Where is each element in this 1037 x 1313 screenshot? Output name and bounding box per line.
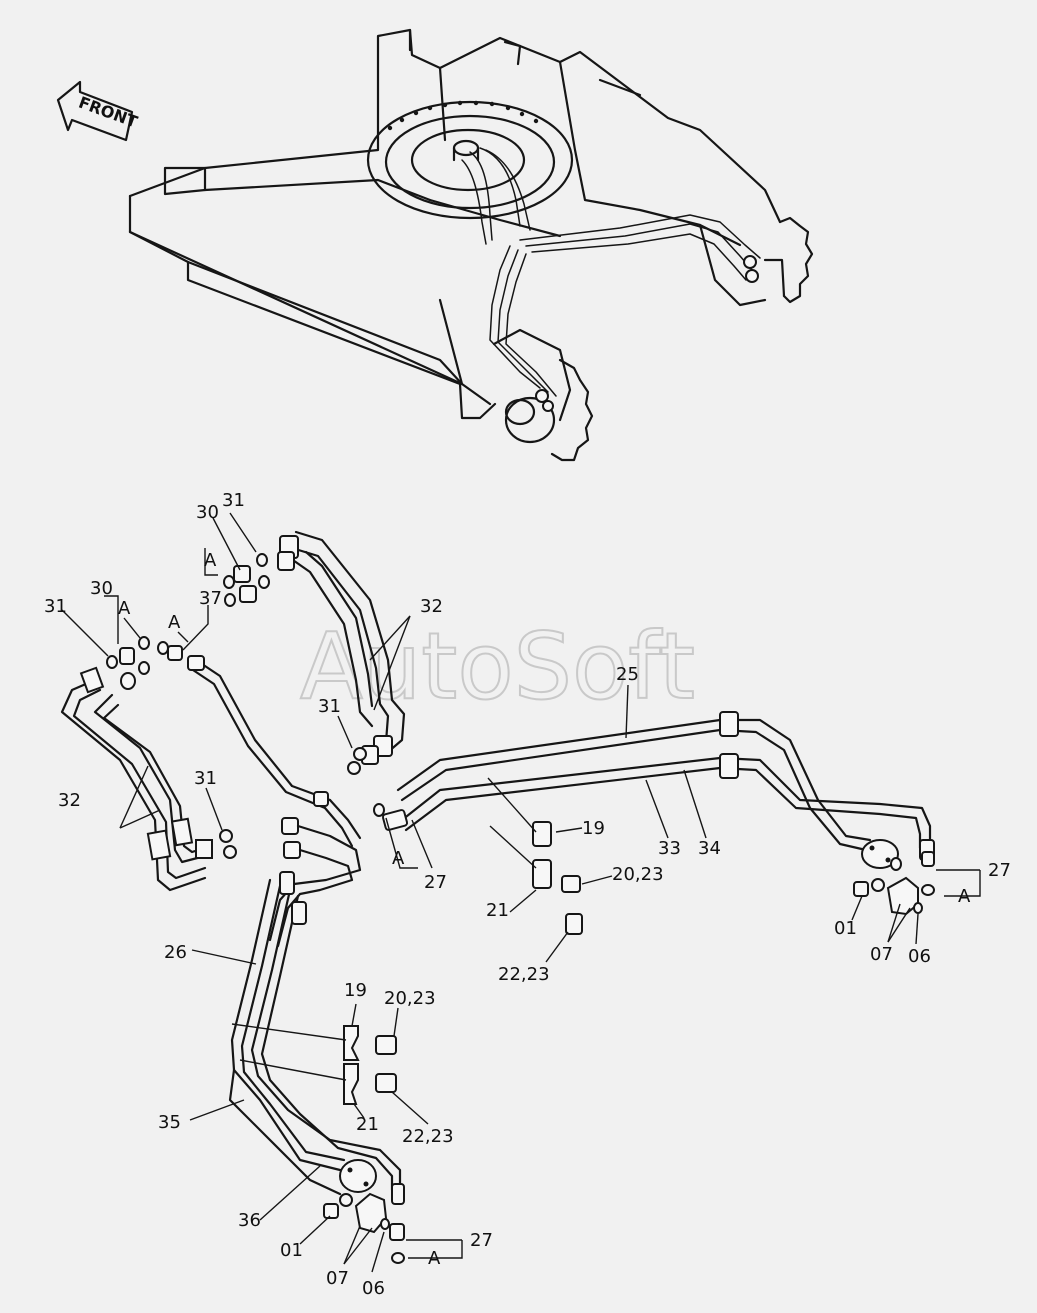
callout-31-lower: 31 — [194, 768, 217, 789]
clamp-lower — [231, 1023, 397, 1105]
callout-22-23-right: 22,23 — [498, 964, 550, 985]
front-arrow: FRONT — [56, 80, 140, 142]
callout-20-23-right: 20,23 — [612, 864, 664, 885]
callout-22-23-lower: 22,23 — [402, 1126, 454, 1147]
hose-32-left — [60, 666, 213, 892]
callout-a-top: A — [204, 550, 217, 571]
callout-a-lower: A — [428, 1248, 441, 1269]
flange-lower — [323, 1159, 405, 1264]
junction-tees — [268, 791, 362, 948]
undercarriage-frame: FRONT — [56, 28, 814, 462]
callout-37: 37 — [199, 588, 222, 609]
callout-20-23-lower: 20,23 — [384, 988, 436, 1009]
callout-01-right: 01 — [834, 918, 857, 939]
callout-07-lower: 07 — [326, 1268, 349, 1289]
callout-27-right: 27 — [988, 860, 1011, 881]
callout-labels: 31 30 A 30 31 A 37 A 32 31 32 31 25 19 3… — [44, 490, 1011, 1299]
callout-a-left: A — [118, 598, 131, 619]
callout-32-left: 32 — [58, 790, 81, 811]
callout-31-top: 31 — [222, 490, 245, 511]
callout-21-lower: 21 — [356, 1114, 379, 1135]
callout-26: 26 — [164, 942, 187, 963]
callout-30-left: 30 — [90, 578, 113, 599]
callout-36: 36 — [238, 1210, 261, 1231]
callout-35: 35 — [158, 1112, 181, 1133]
callout-27-mid: 27 — [424, 872, 447, 893]
fittings-left — [106, 636, 237, 859]
callout-06-right: 06 — [908, 946, 931, 967]
callout-27-lower: 27 — [470, 1230, 493, 1251]
callout-06-lower: 06 — [362, 1278, 385, 1299]
callout-21-right: 21 — [486, 900, 509, 921]
fittings-top — [223, 553, 367, 775]
callout-33: 33 — [658, 838, 681, 859]
callout-25: 25 — [616, 664, 639, 685]
bearing-bolt-holes — [387, 100, 539, 131]
callout-31-left: 31 — [44, 596, 67, 617]
pipes-26-35-36 — [228, 871, 405, 1205]
callout-07-right: 07 — [870, 944, 893, 965]
leader-lines — [61, 512, 981, 1273]
callout-31-mid: 31 — [318, 696, 341, 717]
callout-19-lower: 19 — [344, 980, 367, 1001]
hose-32-right — [277, 530, 406, 765]
clamp-right — [487, 777, 583, 935]
callout-a-37: A — [168, 612, 181, 633]
callout-32-right: 32 — [420, 596, 443, 617]
callout-01-lower: 01 — [280, 1240, 303, 1261]
flange-right — [853, 839, 935, 916]
callout-a-right: A — [958, 886, 971, 907]
pipes-25-33-34 — [373, 711, 935, 861]
callout-a-27: A — [392, 848, 405, 869]
exploded-piping: 31 30 A 30 31 A 37 A 32 31 32 31 25 19 3… — [44, 490, 1011, 1299]
callout-19-right: 19 — [582, 818, 605, 839]
callout-30-top: 30 — [196, 502, 219, 523]
callout-34: 34 — [698, 838, 721, 859]
